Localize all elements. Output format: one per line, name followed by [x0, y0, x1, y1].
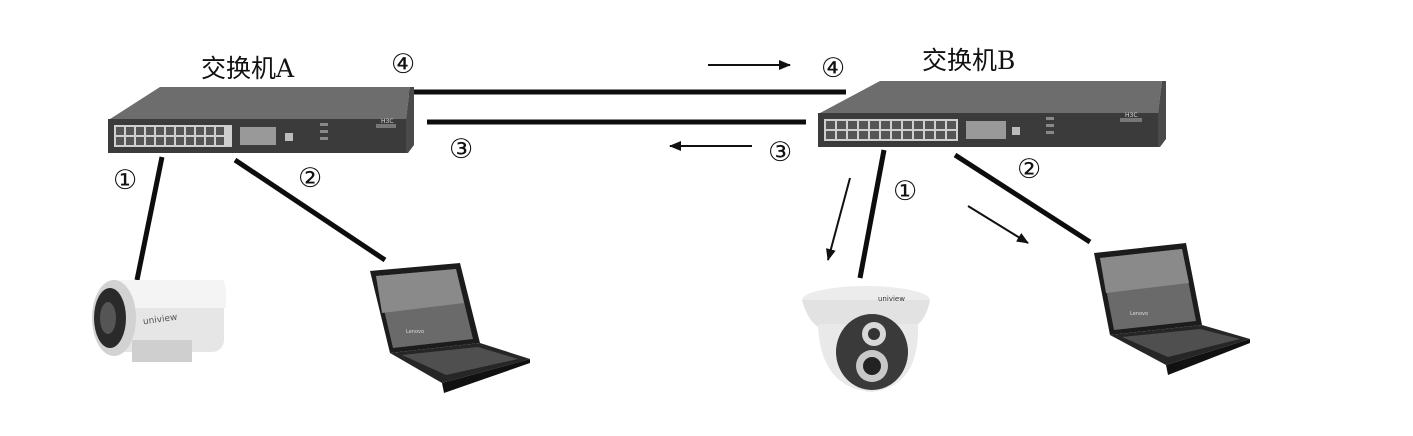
- arrow-down-camera: [826, 177, 851, 261]
- switch-a-brand: H3C: [381, 118, 394, 125]
- marker-b-camera: ①: [893, 176, 918, 207]
- marker-b-uplink-out: ③: [768, 137, 793, 168]
- link-b-camera: [857, 149, 887, 279]
- laptop-a-brand: Lenovo: [406, 329, 425, 335]
- laptop-b-device: [1094, 243, 1250, 375]
- link-a-camera: [134, 156, 165, 281]
- dome-camera-brand: uniview: [878, 295, 905, 303]
- marker-a-laptop: ②: [298, 163, 323, 194]
- marker-a-uplink-in: ③: [449, 134, 474, 165]
- marker-a-camera: ①: [113, 165, 138, 196]
- laptop-b-brand: Lenovo: [1130, 311, 1149, 317]
- switch-b-device: [818, 81, 1166, 147]
- laptop-a-device: [370, 263, 530, 393]
- switch-b-label: 交换机B: [922, 46, 1016, 75]
- marker-b-uplink-in: ④: [821, 53, 846, 84]
- marker-a-uplink-out: ④: [391, 49, 416, 80]
- switch-a-device: [108, 87, 414, 153]
- bullet-camera-device: [92, 280, 226, 362]
- switch-a-label: 交换机A: [201, 54, 295, 83]
- marker-b-laptop: ②: [1017, 154, 1042, 185]
- arrow-down-laptop: [967, 205, 1029, 244]
- link-a-laptop: [233, 157, 387, 263]
- dome-camera-device: [802, 286, 930, 392]
- switch-b-brand: H3C: [1125, 112, 1138, 119]
- link-b-laptop: [953, 152, 1092, 245]
